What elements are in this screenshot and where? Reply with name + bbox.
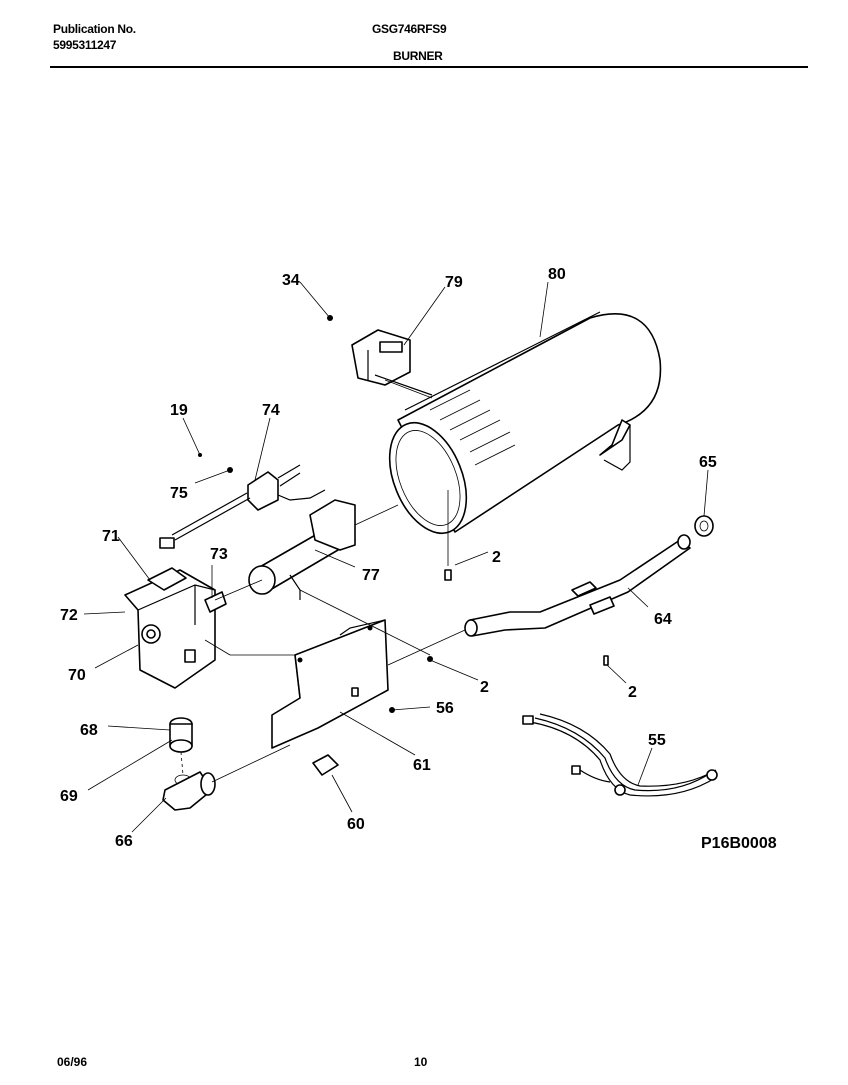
callout-34: 34 xyxy=(282,272,300,289)
publication-label: Publication No. xyxy=(53,22,136,36)
mounting-bracket xyxy=(271,619,389,749)
igniter xyxy=(159,453,326,549)
callout-79: 79 xyxy=(445,274,463,291)
callout-56: 56 xyxy=(436,700,454,717)
callout-2-bracket: 2 xyxy=(480,679,489,696)
clip xyxy=(312,754,339,776)
callouts: 34 79 80 19 74 75 71 73 77 2 65 72 70 2 … xyxy=(60,266,717,850)
burner-tube xyxy=(248,499,356,600)
header-divider xyxy=(50,66,808,68)
callout-70: 70 xyxy=(68,667,86,684)
callout-74: 74 xyxy=(262,402,280,419)
gas-valve xyxy=(124,567,227,689)
burner-drum xyxy=(388,311,662,566)
footer-page-number: 10 xyxy=(414,1055,428,1069)
footer-date: 06/96 xyxy=(57,1055,88,1069)
callout-64: 64 xyxy=(654,611,672,628)
wire-harness xyxy=(522,713,718,797)
flame-sensor xyxy=(327,315,433,396)
callout-68: 68 xyxy=(80,722,98,739)
model-number: GSG746RFS9 xyxy=(372,22,447,36)
callout-65: 65 xyxy=(699,454,717,471)
fittings xyxy=(162,717,216,811)
manifold-pipe xyxy=(464,534,691,637)
callout-60: 60 xyxy=(347,816,365,833)
callout-61: 61 xyxy=(413,757,431,774)
callout-73: 73 xyxy=(210,546,228,563)
cap xyxy=(694,515,714,537)
leader-lines xyxy=(83,281,709,833)
callout-80: 80 xyxy=(548,266,566,283)
callout-2-drum: 2 xyxy=(492,549,501,566)
callout-2-pipe: 2 xyxy=(628,684,637,701)
callout-66: 66 xyxy=(115,833,133,850)
callout-19: 19 xyxy=(170,402,188,419)
callout-75: 75 xyxy=(170,485,188,502)
callout-55: 55 xyxy=(648,732,666,749)
section-title: BURNER xyxy=(393,49,443,63)
callout-72: 72 xyxy=(60,607,78,624)
diagram-reference-code: P16B0008 xyxy=(701,835,777,852)
publication-number: 5995311247 xyxy=(53,38,117,52)
callout-69: 69 xyxy=(60,788,78,805)
callout-77: 77 xyxy=(362,567,380,584)
callout-71: 71 xyxy=(102,528,120,545)
